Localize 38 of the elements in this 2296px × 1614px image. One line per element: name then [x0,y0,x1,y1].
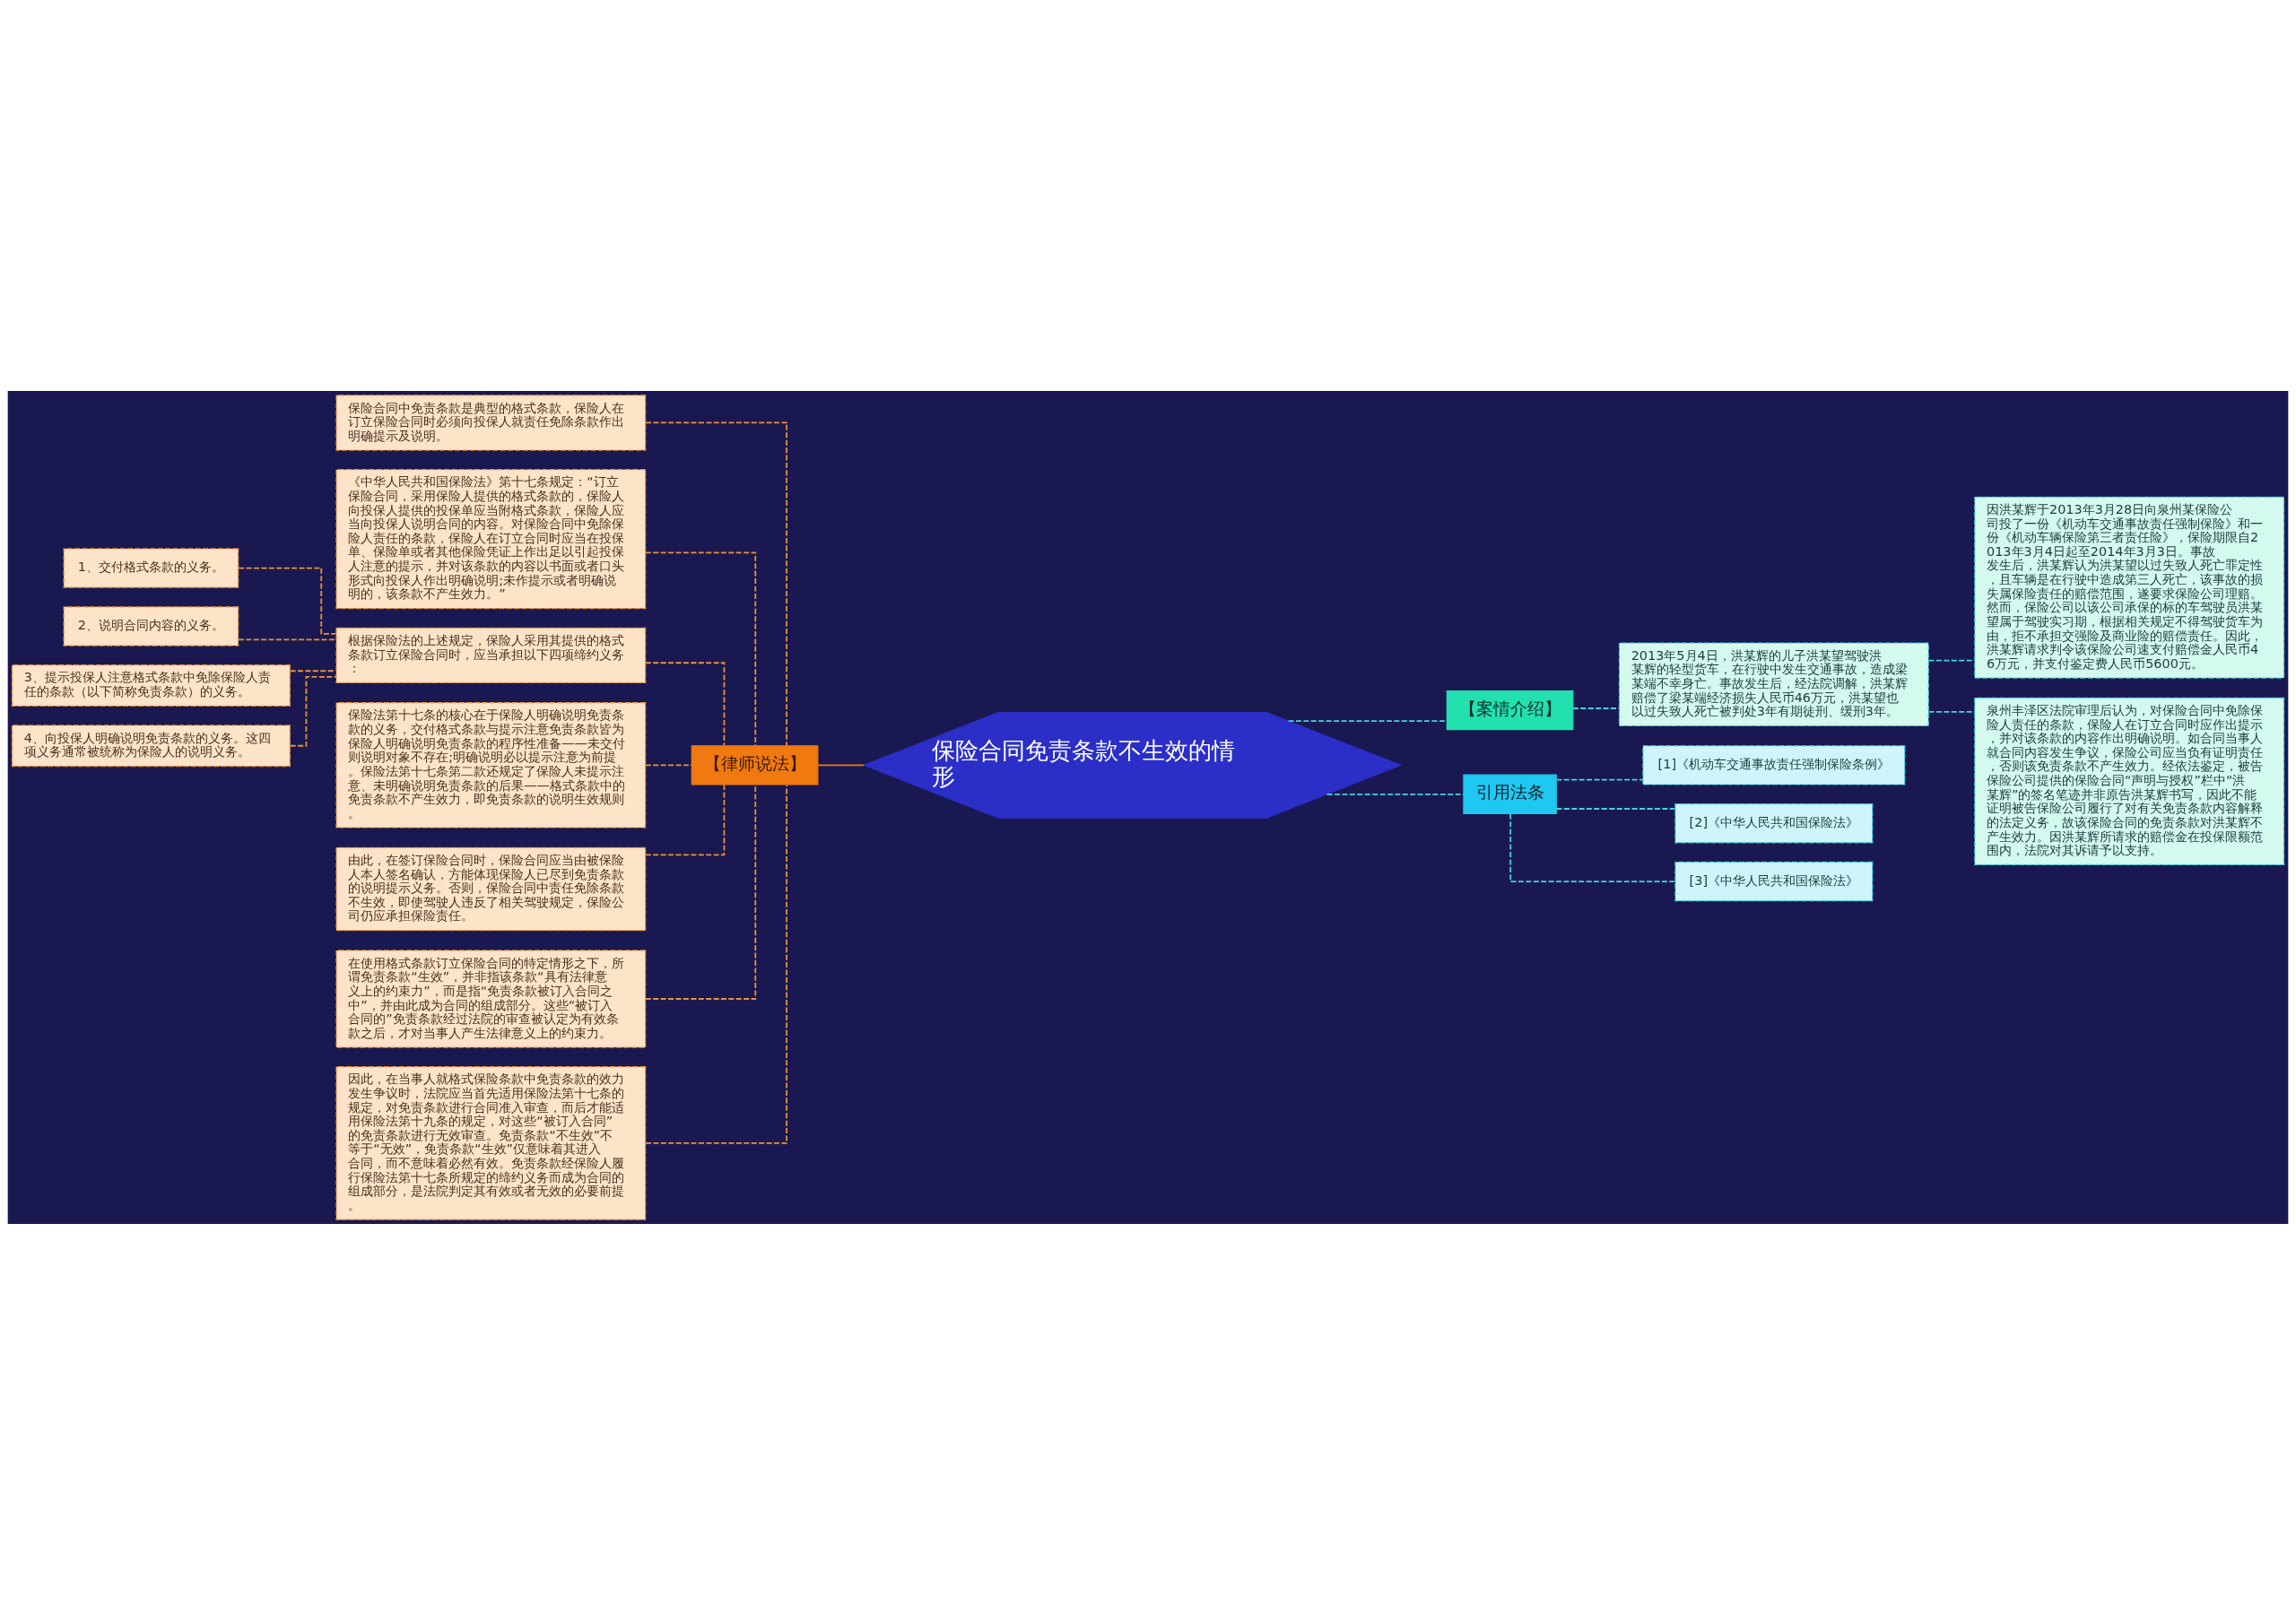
node-box: 【律师说法】 [691,744,819,785]
connector [238,638,337,640]
node-box: [3]《中华人民共和国保险法》 [1674,861,1874,901]
node-box: 《中华人民共和国保险法》第十七条规定：“订立保险合同，采用保险人提供的格式条款的，保险人向投保人提供的投保单应当附格式条款，保险人应当向投保人说明合同的内容。对保险合同中免除保险人责任的条款，保险人在订立合同时应当在投保单、保险单或者其他保险凭证上作出足以引起投保人注意的提示，并对该条款的内容以书面或者口头形式向投保人作出明确说明;未作提示或者明确说明的，该条款不产生效力。” [335,468,647,609]
connector [289,669,337,672]
node-box: 在使用格式条款订立保险合同的特定情形之下，所谓免责条款“生效”，并非指该条款“具有法律意义上的约束力”，而是指“免责条款被订入合同之中”，并由此成为合同的组成部分。这些“被订入合同的”免责条款经过法院的审查被认定为有效条款之后，才对当事人产生法律意义上的约束力。 [335,949,647,1048]
connector [289,675,337,747]
connector [644,783,726,855]
node-box: [2]《中华人民共和国保险法》 [1674,803,1874,843]
connector [1326,793,1465,795]
node-box: 引用法条 [1463,774,1557,814]
node-box: 保险法第十七条的核心在于保险人明确说明免责条款的义务，交付格式条款与提示注意免责条款皆为保险人明确说明免责条款的程序性准备——未交付则说明对象不存在;明确说明必以提示注意为前提。保险法第十七条第二款还规定了保险人未提示注意、未明确说明免责条款的后果——格式条款中的免责条款不产生效力，即免责条款的说明生效规则。 [335,701,647,829]
node-box: 泉州丰泽区法院审理后认为，对保险合同中免除保险人责任的条款，保险人在订立合同时应作出提示，并对该条款的内容作出明确说明。如合同当事人就合同内容发生争议，保险公司应当负有证明责任，否则该免责条款不产生效力。经依法鉴定，被告保险公司提供的保险合同“声明与授权”栏中“洪某辉”的签名笔迹并非原告洪某辉书写，因此不能证明被告保险公司履行了对有关免责条款内容解释的法定义务，故该保险合同的免责条款对洪某辉不产生效力。因洪某辉所请求的赔偿金在投保限额范围内，法院对其诉请予以支持。 [1974,697,2285,865]
connector [644,763,693,766]
connector [1509,812,1676,882]
node-box: [1]《机动车交通事故责任强制保险条例》 [1642,744,1906,785]
connector [1927,710,1976,713]
connector [1555,807,1676,810]
connector [645,421,787,747]
connector [645,784,787,1144]
connector [817,763,865,766]
node-box: 1、交付格式条款的义务。 [63,547,239,588]
node-box: 因此，在当事人就格式保险条款中免责条款的效力发生争议时，法院应当首先适用保险法第十七条的规定，对免责条款进行合同准入审查，而后才能适用保险法第十九条的规定，对这些“被订入合同”的免责条款进行无效审查。免责条款“不生效”不等于“无效”，免责条款“生效”仅意味着其进入合同，而不意味着必然有效。免责条款经保险人履行保险法第十七条所规定的缔约义务而成为合同的组成部分，是法院判定其有效或者无效的必要前提。 [335,1065,647,1220]
node-box: 【案情介绍】 [1446,690,1574,730]
node-box: 由此，在签订保险合同时，保险合同应当由被保险人本人签名确认，方能体现保险人已尽到免责条款的说明提示义务。否则，保险合同中责任免除条款不生效，即使驾驶人违反了相关驾驶规定，保险公司仍应承担保险责任。 [335,846,647,931]
connector [238,567,337,635]
node-box: 因洪某辉于2013年3月28日向泉州某保险公司投了一份《机动车交通事故责任强制保险》和一份《机动车辆保险第三者责任险》，保险期限自2013年3月4日起至2014年3月3日。事故发生后，洪某辉认为洪某望以过失致人死亡罪定性，且车辆是在行驶中造成第三人死亡，该事故的损失属保险责任的赔偿范围，遂要求保险公司理赔。然而，保险公司以该公司承保的标的车驾驶员洪某望属于驾驶实习期，根据相关规定不得驾驶货车为由，拒不承担交强险及商业险的赔偿责任。因此，洪某辉请求判令该保险公司速支付赔偿金人民币46万元，并支付鉴定费人民币5600元。 [1974,496,2285,679]
connector [1927,659,1976,661]
node-box: 4、向投保人明确说明免责条款的义务。这四项义务通常被统称为保险人的说明义务。 [11,724,291,767]
node-box: 保险合同中免责条款是典型的格式条款，保险人在订立保险合同时必须向投保人就责任免除条款作出明确提示及说明。 [335,394,647,451]
connector [644,551,757,746]
node-box: 2、说明合同内容的义务。 [63,605,239,646]
node-box: 根据保险法的上述规定，保险人采用其提供的格式条款订立保险合同时，应当承担以下四项缔约义务： [335,627,647,683]
connector [1555,778,1644,780]
node-box: 2013年5月4日，洪某辉的儿子洪某望驾驶洪某辉的轻型货车，在行驶中发生交通事故，造成梁某端不幸身亡。事故发生后，经法院调解，洪某辉赔偿了梁某端经济损失人民币46万元，洪某望也以过失致人死亡被判处3年有期徒刑、缓刑3年。 [1618,641,1929,726]
node-box: 3、提示投保人注意格式条款中免除保险人责任的条款（以下简称免责条款）的义务。 [11,664,291,707]
connector [644,783,757,1000]
connector [644,661,726,746]
